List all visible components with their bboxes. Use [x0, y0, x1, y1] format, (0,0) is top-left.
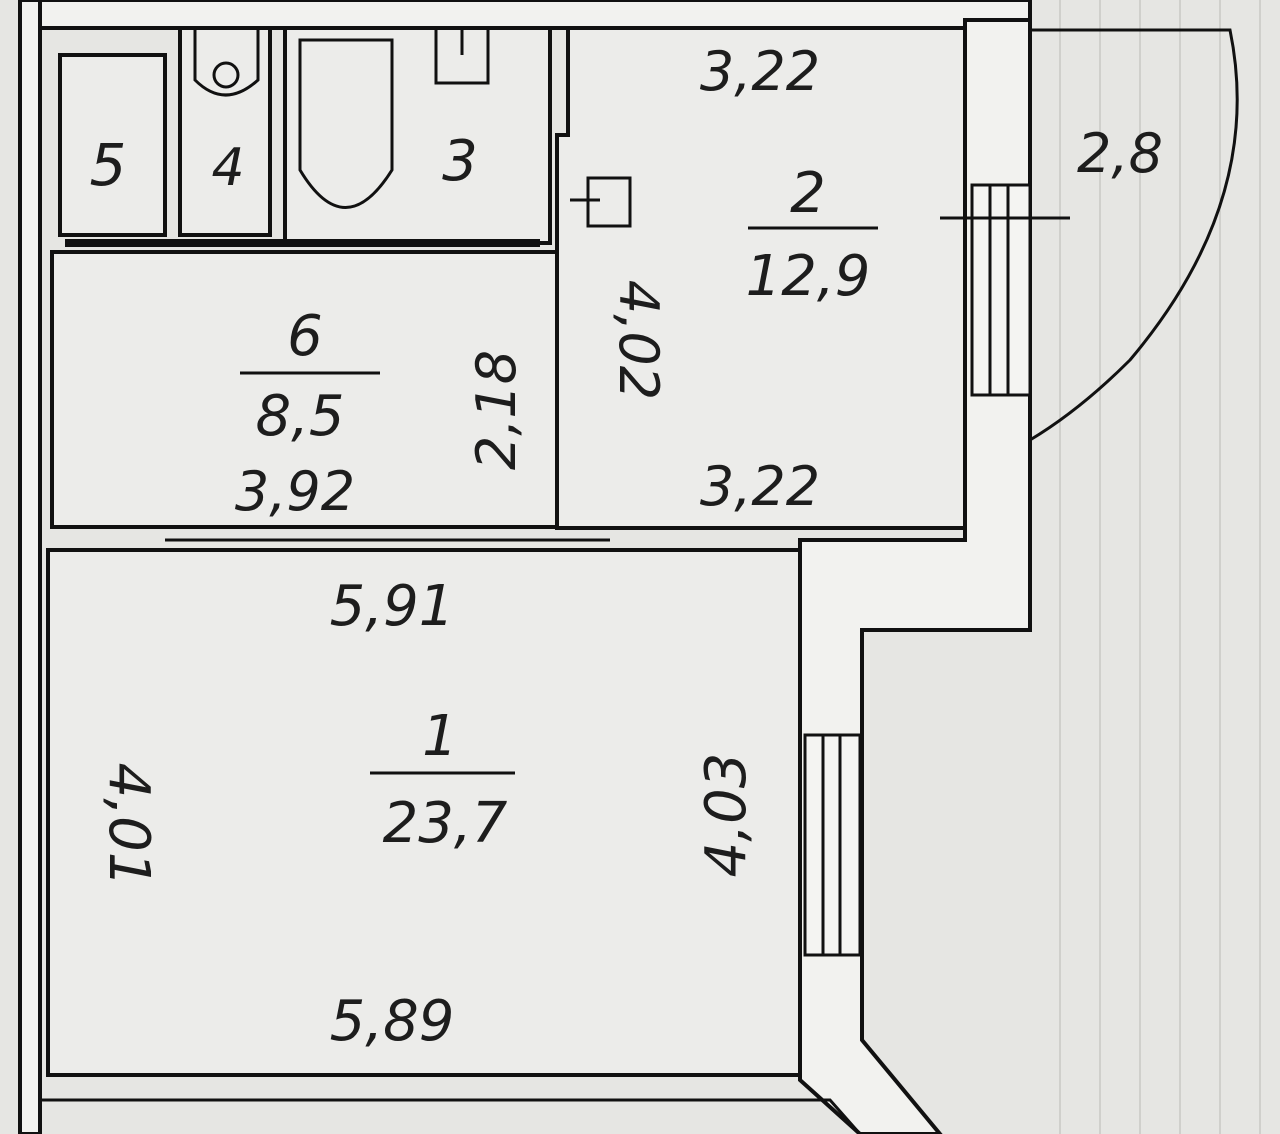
- room-4-number: 4: [211, 138, 244, 198]
- room-6: [50, 250, 559, 529]
- background-grid: [1059, 0, 1261, 1134]
- room-1-height-left: 4,01: [96, 763, 161, 888]
- room-1-area: 23,7: [383, 791, 508, 856]
- window-room-2: [940, 183, 1070, 397]
- room-6-number: 6: [287, 304, 323, 369]
- room-6-area: 8,5: [255, 384, 344, 449]
- lower-room-edge: [40, 1098, 862, 1134]
- sink-icon: [434, 26, 490, 85]
- room-2-label-group: 3,22 2 12,9 4,02 3,22: [607, 40, 878, 518]
- room-3: [283, 26, 552, 245]
- top-wall: [38, 0, 1032, 30]
- room-6-label-group: 6 8,5 3,92 2,18: [235, 304, 528, 523]
- room-5-number: 5: [90, 131, 127, 199]
- room-5: [58, 53, 167, 237]
- balcony-length: 2,8: [1077, 122, 1163, 185]
- room-5-label-group: 5: [90, 131, 127, 199]
- room-1-width-bottom: 5,89: [330, 989, 455, 1054]
- room-4-label-group: 4: [211, 138, 244, 198]
- balcony-outline: [1029, 28, 1239, 442]
- room-1-label-group: 5,91 1 23,7 4,01 4,03 5,89: [96, 574, 759, 1054]
- room-6-width: 3,92: [235, 460, 355, 523]
- room-1: [46, 548, 802, 1077]
- exterior-wall: [18, 0, 42, 1134]
- room-2-height: 4,02: [607, 280, 670, 400]
- room-6-height: 2,18: [465, 350, 528, 470]
- room-2: [555, 26, 967, 530]
- room-2-width-bottom: 3,22: [700, 455, 820, 518]
- room-1-width-top: 5,91: [330, 574, 455, 639]
- toilet-icon: [193, 28, 260, 97]
- room-2-number: 2: [790, 161, 826, 226]
- window-room-1: [803, 733, 862, 957]
- balcony-label-group: 2,8: [1077, 122, 1163, 185]
- room-2-area: 12,9: [746, 244, 871, 309]
- room-1-height-right: 4,03: [694, 753, 759, 878]
- room-3-number: 3: [442, 129, 478, 194]
- room-1-number: 1: [422, 704, 458, 769]
- room-3-label-group: 3: [442, 129, 478, 194]
- bathtub-icon: [298, 38, 394, 209]
- stove-icon: [570, 176, 632, 228]
- room-2-width-top: 3,22: [700, 40, 820, 103]
